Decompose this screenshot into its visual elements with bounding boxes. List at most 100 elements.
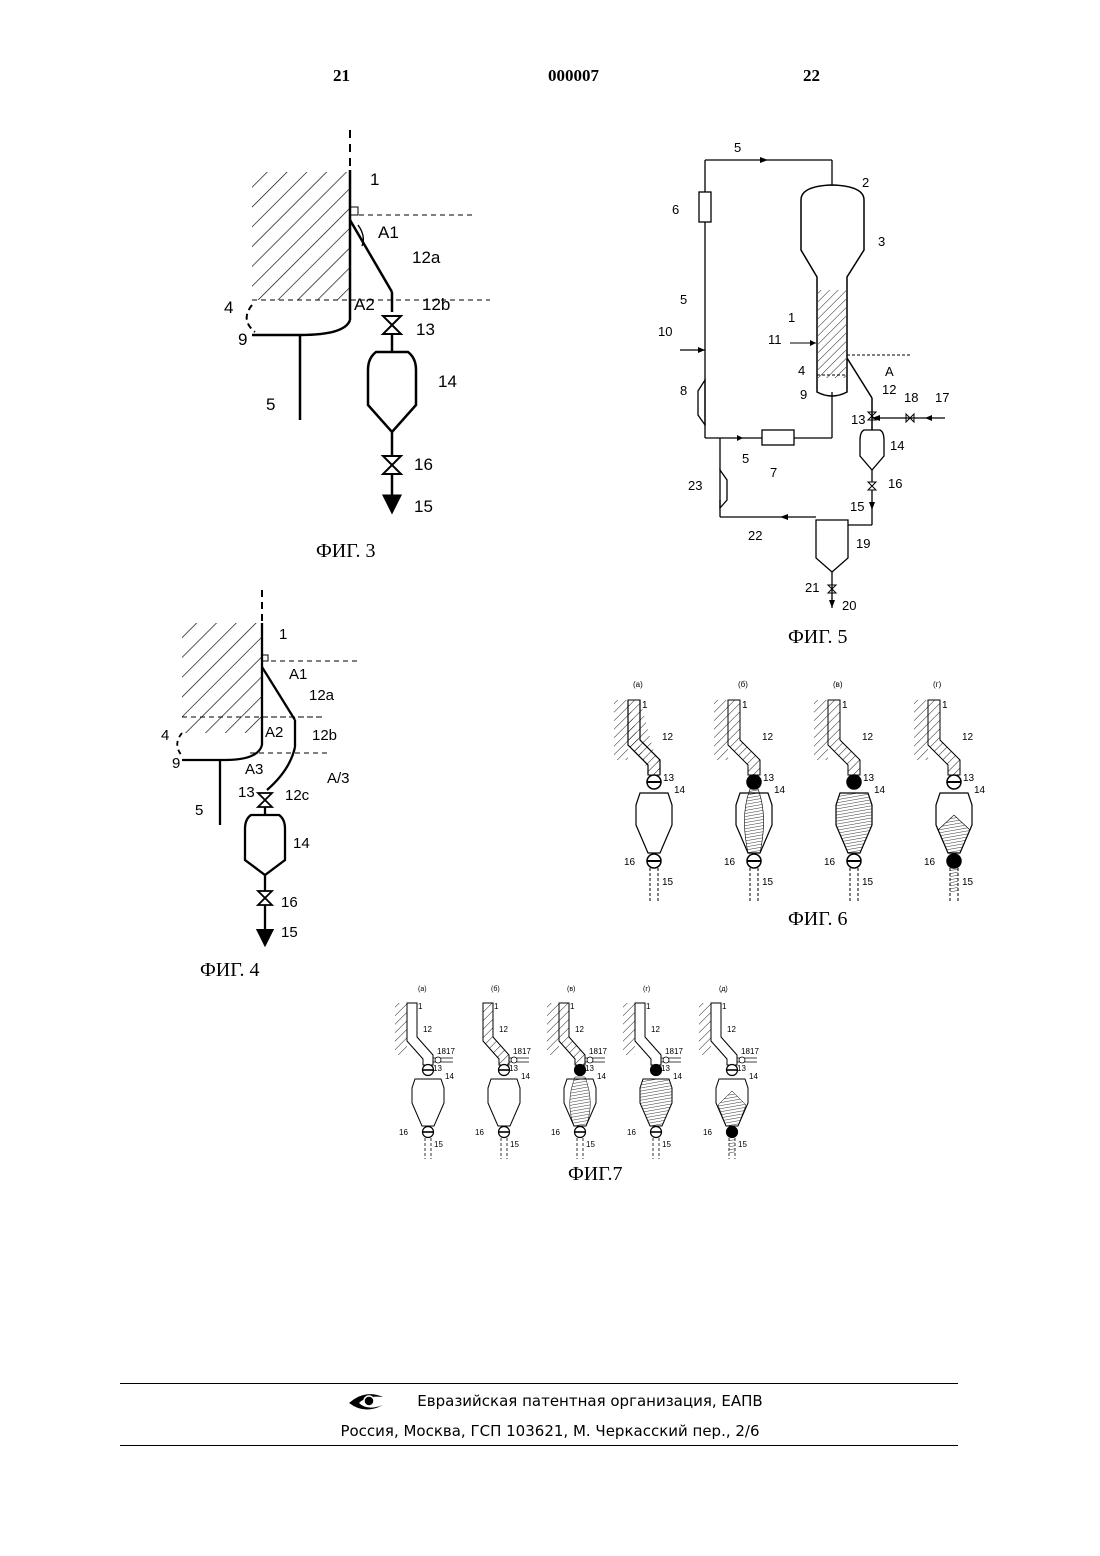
figure-5-caption: ФИГ. 5 — [788, 626, 848, 649]
fig7-panel-label: (д) — [719, 986, 728, 993]
fig3-label: A1 — [378, 223, 399, 242]
fig5-label: 5 — [734, 140, 741, 155]
fig6-label: 13 — [663, 773, 675, 784]
fig7-panel-d: (г) 1 12 18 17 13 14 16 15 — [623, 986, 683, 1159]
fig5-label: 23 — [688, 478, 702, 493]
fig7-label: 15 — [586, 1140, 595, 1149]
fig7-panel-label: (г) — [643, 986, 650, 993]
figure-7-caption: ФИГ.7 — [568, 1163, 623, 1186]
document-number: 000007 — [548, 66, 599, 86]
figure-3-caption: ФИГ. 3 — [316, 540, 376, 563]
fig7-label: 17 — [522, 1047, 531, 1056]
fig5-label: 10 — [658, 324, 672, 339]
fig5-label: 19 — [856, 536, 870, 551]
fig7-label: 14 — [521, 1072, 530, 1081]
fig7-label: 17 — [750, 1047, 759, 1056]
fig5-label: 13 — [851, 412, 865, 427]
fig6-panel-b: (б) 1 12 13 14 16 15 — [714, 680, 786, 903]
fig5-label: 17 — [935, 390, 949, 405]
figure-6-diagram: (а) 1 12 13 14 16 15 (б) 1 12 — [600, 675, 1000, 905]
fig6-label: 14 — [974, 785, 986, 796]
fig6-panel-c: (в) 1 12 13 14 16 15 — [814, 680, 886, 903]
fig3-label: 12a — [412, 248, 441, 267]
fig3-label: 16 — [414, 455, 433, 474]
fig6-label: 13 — [963, 773, 975, 784]
fig7-label: 1 — [722, 1002, 727, 1011]
fig6-label: 14 — [674, 785, 686, 796]
fig6-label: 13 — [763, 773, 775, 784]
page-number-left: 21 — [333, 66, 350, 86]
fig5-label: 7 — [770, 465, 777, 480]
fig7-label: 15 — [738, 1140, 747, 1149]
fig7-label: 15 — [510, 1140, 519, 1149]
fig4-label: 1 — [279, 626, 287, 643]
fig6-label: 12 — [962, 732, 974, 743]
figure-7-diagram: (а) 1 12 18 17 13 14 16 15 (б) — [385, 983, 775, 1161]
fig4-label: A/3 — [327, 770, 350, 787]
fig6-label: 12 — [662, 732, 674, 743]
fig7-label: 17 — [446, 1047, 455, 1056]
fig3-label: 12b — [422, 295, 450, 314]
fig3-label: 15 — [414, 497, 433, 516]
fig5-label: 9 — [800, 387, 807, 402]
fig7-panel-label: (б) — [491, 985, 500, 993]
footer-rule-bottom — [120, 1445, 958, 1446]
fig5-label: 8 — [680, 383, 687, 398]
fig4-label: A2 — [265, 724, 283, 741]
fig5-label: A — [885, 364, 894, 379]
fig6-label: 1 — [942, 700, 948, 711]
fig5-label: 3 — [878, 234, 885, 249]
fig4-label: A3 — [245, 761, 263, 778]
fig6-label: 16 — [924, 857, 936, 868]
fig7-label: 1 — [494, 1002, 499, 1011]
fig4-label: 9 — [172, 755, 180, 772]
figure-4-caption: ФИГ. 4 — [200, 959, 260, 982]
fig3-label: 4 — [224, 298, 233, 317]
fig6-label: 16 — [824, 857, 836, 868]
figure-4-diagram: 1 A1 12a A2 12b 4 9 A3 A/3 13 12c 5 14 1… — [155, 585, 375, 960]
fig7-label: 16 — [399, 1128, 408, 1137]
fig7-label: 13 — [585, 1064, 594, 1073]
fig4-label: 12c — [285, 787, 310, 804]
fig3-label: 13 — [416, 320, 435, 339]
fig7-label: 14 — [749, 1072, 758, 1081]
fig6-label: 14 — [774, 785, 786, 796]
fig7-label: 13 — [737, 1064, 746, 1073]
footer-organization: Евразийская патентная организация, ЕАПВ — [0, 1392, 1100, 1410]
fig6-label: 16 — [624, 857, 636, 868]
fig7-label: 17 — [674, 1047, 683, 1056]
fig6-label: 13 — [863, 773, 875, 784]
fig5-label: 6 — [672, 202, 679, 217]
fig6-label: 12 — [762, 732, 774, 743]
fig7-panel-e: (д) 1 12 18 17 13 14 16 15 — [699, 986, 759, 1159]
fig7-label: 1 — [646, 1002, 651, 1011]
fig3-label: 9 — [238, 330, 247, 349]
fig6-panel-label: (в) — [833, 680, 843, 689]
fig6-label: 15 — [962, 877, 974, 888]
fig4-label: 4 — [161, 727, 169, 744]
fig6-label: 14 — [874, 785, 886, 796]
fig5-label: 11 — [768, 332, 782, 347]
fig6-panel-label: (б) — [738, 680, 748, 689]
fig7-label: 16 — [627, 1128, 636, 1137]
fig5-label: 4 — [798, 363, 805, 378]
fig6-label: 16 — [724, 857, 736, 868]
fig3-label: 1 — [370, 170, 379, 189]
figure-3-diagram: 1 A1 12a A2 12b 13 14 4 9 5 16 15 — [200, 120, 500, 530]
fig5-label: 12 — [882, 382, 896, 397]
fig6-label: 15 — [662, 877, 674, 888]
fig7-panel-b: (б) 1 12 18 17 13 14 16 15 — [475, 985, 531, 1159]
fig3-label: 5 — [266, 395, 275, 414]
fig7-label: 12 — [575, 1025, 584, 1034]
fig7-panel-c: (в) 1 12 18 17 13 14 16 15 — [547, 986, 607, 1159]
fig5-label: 20 — [842, 598, 856, 613]
fig5-label: 5 — [742, 451, 749, 466]
fig5-label: 2 — [862, 175, 869, 190]
fig3-label: A2 — [354, 295, 375, 314]
footer-address: Россия, Москва, ГСП 103621, М. Черкасски… — [0, 1422, 1100, 1440]
fig7-label: 13 — [509, 1064, 518, 1073]
fig5-label: 21 — [805, 580, 819, 595]
fig6-label: 1 — [742, 700, 748, 711]
fig3-label: 14 — [438, 372, 457, 391]
page-number-right: 22 — [803, 66, 820, 86]
